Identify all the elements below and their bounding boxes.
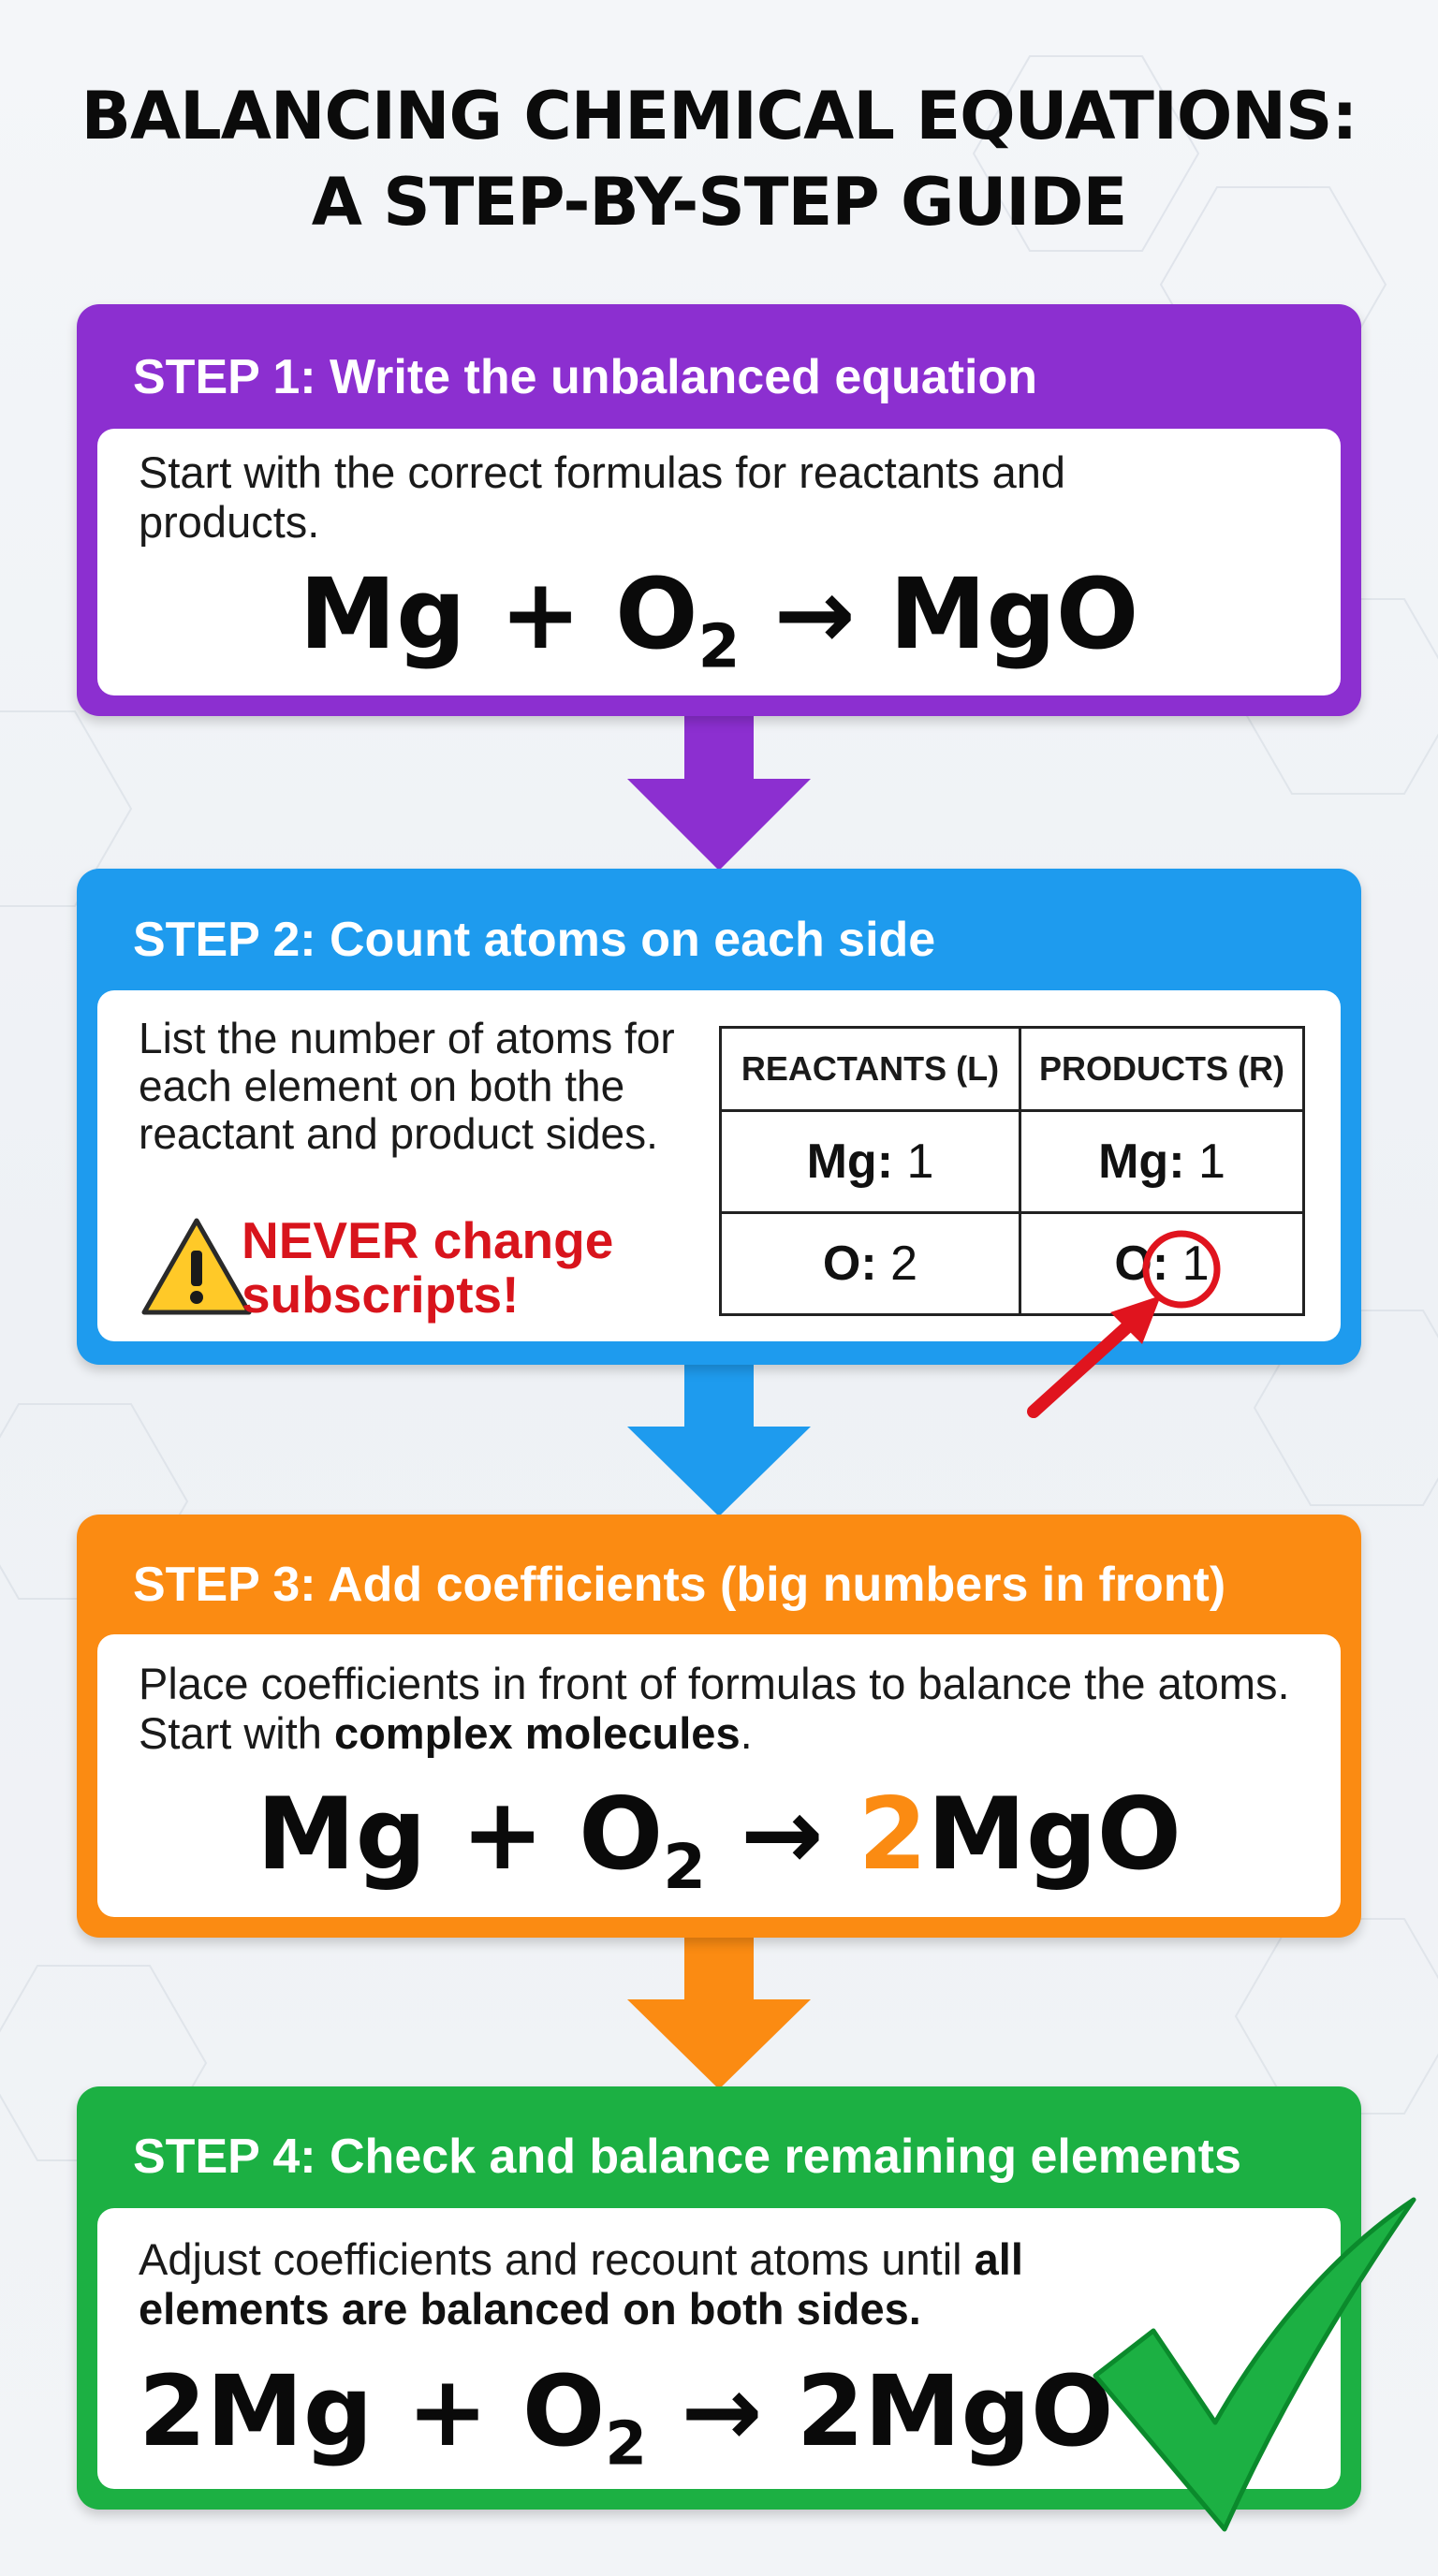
equation-subscript: 2	[605, 2408, 648, 2480]
column-header-reactants: REACTANTS (L)	[719, 1026, 1021, 1112]
table-cell: Mg: 1	[1019, 1109, 1305, 1214]
step-2-description: List the number of atoms for each elemen…	[139, 1014, 675, 1158]
description-bold: complex molecules	[333, 1708, 741, 1758]
equation-reactants: 2Mg + O	[139, 2354, 606, 2468]
warning-triangle-icon	[141, 1218, 252, 1315]
step-3-panel: STEP 3: Add coefficients (big numbers in…	[77, 1515, 1361, 1938]
step-2-card: List the number of atoms for each elemen…	[97, 990, 1341, 1341]
element-label: Mg:	[806, 1134, 894, 1189]
step-4-panel: STEP 4: Check and balance remaining elem…	[77, 2086, 1361, 2510]
equation-arrow: →	[740, 557, 889, 671]
red-circle-arrow-icon	[1027, 1230, 1221, 1418]
equation-coefficient: 2	[858, 1777, 928, 1892]
step-1-header: STEP 1: Write the unbalanced equation	[133, 350, 1038, 404]
step-1-description: Start with the correct formulas for reac…	[139, 447, 1066, 547]
table-cell: Mg: 1	[719, 1109, 1021, 1214]
arrow-down-icon	[627, 1934, 811, 2089]
step-3-card: Place coefficients in front of formulas …	[97, 1634, 1341, 1917]
warning-text: NEVER change subscripts!	[242, 1213, 613, 1322]
step-4-description: Adjust coefficients and recount atoms un…	[139, 2234, 1187, 2334]
step-4-header: STEP 4: Check and balance remaining elem…	[133, 2130, 1241, 2184]
warning-line-1: NEVER change	[242, 1211, 614, 1269]
step-1-panel: STEP 1: Write the unbalanced equation St…	[77, 304, 1361, 716]
step-3-equation: Mg + O2 → 2MgO	[97, 1777, 1341, 1898]
column-header-products: PRODUCTS (R)	[1019, 1026, 1305, 1112]
step-3-header: STEP 3: Add coefficients (big numbers in…	[133, 1558, 1226, 1612]
equation-subscript: 2	[697, 611, 741, 682]
element-label: Mg:	[1098, 1134, 1185, 1189]
table-row: Mg: 1 Mg: 1	[719, 1109, 1305, 1214]
equation-arrow: →	[647, 2354, 797, 2468]
atom-count-table: REACTANTS (L) PRODUCTS (R) Mg: 1 Mg: 1 O…	[719, 1026, 1305, 1316]
title-line-2: A STEP-BY-STEP GUIDE	[311, 164, 1128, 241]
arrow-down-icon	[627, 711, 811, 871]
check-mark-icon	[1093, 2197, 1416, 2532]
equation-subscript: 2	[663, 1832, 706, 1904]
equation-products: MgO	[927, 1777, 1181, 1892]
equation-reactants: Mg + O	[299, 557, 698, 671]
atom-count: 1	[1197, 1134, 1225, 1189]
title-line-1: BALANCING CHEMICAL EQUATIONS:	[81, 78, 1358, 154]
atom-count: 1	[906, 1134, 934, 1189]
description-bold: all elements are balanced on both sides.	[139, 2234, 1023, 2334]
equation-reactants: Mg + O	[257, 1777, 664, 1892]
step-4-equation: 2Mg + O2 → 2MgO	[139, 2354, 1341, 2474]
arrow-down-icon	[627, 1361, 811, 1516]
equation-products: MgO	[888, 557, 1139, 671]
table-row: O: 2 O: 1	[719, 1211, 1305, 1316]
equation-products: 2MgO	[796, 2354, 1114, 2468]
step-1-card: Start with the correct formulas for reac…	[97, 429, 1341, 695]
description-text-end: .	[740, 1708, 753, 1758]
equation-arrow: →	[705, 1777, 858, 1892]
atom-count: 2	[890, 1237, 918, 1291]
page-title: BALANCING CHEMICAL EQUATIONS: A STEP-BY-…	[0, 73, 1438, 245]
step-1-equation: Mg + O2 → MgO	[97, 557, 1341, 677]
description-text: Adjust coefficients and recount atoms un…	[139, 2234, 975, 2284]
table-header-row: REACTANTS (L) PRODUCTS (R)	[719, 1026, 1305, 1112]
table-cell: O: 2	[719, 1211, 1021, 1316]
step-3-description: Place coefficients in front of formulas …	[139, 1659, 1337, 1758]
table-cell: O: 1	[1019, 1211, 1305, 1316]
element-label: O:	[822, 1237, 877, 1291]
step-2-header: STEP 2: Count atoms on each side	[133, 913, 936, 967]
warning-line-2: subscripts!	[242, 1266, 520, 1324]
description-text: Place coefficients in front of formulas …	[139, 1659, 1290, 1758]
